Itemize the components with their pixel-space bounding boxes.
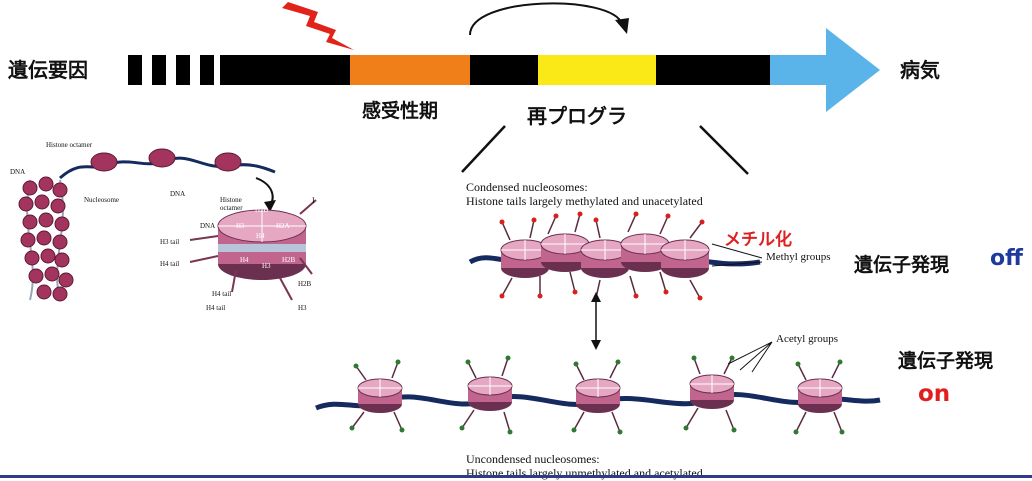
fig-h4: H4 bbox=[256, 232, 265, 240]
acetyl-groups-label: Acetyl groups bbox=[776, 333, 838, 345]
fig-dna-label-3: DNA bbox=[200, 222, 215, 230]
bar-segment bbox=[152, 55, 166, 85]
bar-segment bbox=[656, 55, 770, 85]
fig-h4-b: H4 bbox=[240, 256, 249, 264]
lightning-icon bbox=[282, 2, 354, 50]
fig-h3-tail-label: H3 tail bbox=[160, 238, 179, 246]
sensitive-period-segment bbox=[350, 55, 470, 85]
uncondensed-caption-line1: Uncondensed nucleosomes: bbox=[466, 452, 703, 466]
chromatin-figure bbox=[19, 149, 316, 301]
reprogram-segment bbox=[538, 55, 656, 85]
curved-arrow bbox=[470, 3, 622, 35]
reprogramming-label: 再プログラ bbox=[527, 100, 627, 129]
fig-h2b-top: H2B bbox=[255, 206, 268, 214]
gene-expression-on-label: 遺伝子発現 bbox=[898, 346, 993, 373]
fig-label-i: I bbox=[312, 196, 315, 205]
bar-segment bbox=[470, 55, 538, 85]
bar-segment bbox=[128, 55, 142, 85]
expression-off-value: off bbox=[990, 246, 1023, 271]
condensed-nucleosomes bbox=[470, 212, 762, 301]
fig-nucleosome-label: Nucleosome bbox=[84, 196, 119, 204]
fig-dna-label: DNA bbox=[10, 168, 25, 176]
condensed-caption: Condensed nucleosomes: Histone tails lar… bbox=[466, 180, 703, 208]
fig-h4-tail-label-2: H4 tail bbox=[212, 290, 231, 298]
curved-arrow-head bbox=[615, 18, 629, 34]
fig-h4-tail-label-3: H4 tail bbox=[206, 304, 225, 312]
uncondensed-nucleosomes bbox=[316, 342, 880, 435]
disease-label: 病気 bbox=[900, 54, 940, 83]
fig-h2a: H2A bbox=[276, 222, 290, 230]
condensed-caption-line2: Histone tails largely methylated and una… bbox=[466, 194, 703, 208]
genetic-factor-label: 遺伝要因 bbox=[8, 54, 88, 83]
fig-dna-label-2: DNA bbox=[170, 190, 185, 198]
fig-h3-bottom: H3 bbox=[298, 304, 307, 312]
bar-segment bbox=[200, 55, 214, 85]
condensed-caption-line1: Condensed nucleosomes: bbox=[466, 180, 703, 194]
fig-h3: H3 bbox=[236, 222, 245, 230]
methyl-groups-label: Methyl groups bbox=[766, 251, 830, 263]
gene-expression-off-label: 遺伝子発現 bbox=[854, 250, 949, 277]
bar-segment bbox=[220, 55, 350, 85]
fig-h2b-right: H2B bbox=[298, 280, 311, 288]
disease-arrow bbox=[770, 28, 880, 112]
fig-h4-tail-label: H4 tail bbox=[160, 260, 179, 268]
fig-h3-b: H3 bbox=[262, 262, 271, 270]
expression-on-value: on bbox=[918, 381, 950, 407]
bar-segment bbox=[176, 55, 190, 85]
sensitive-period-label: 感受性期 bbox=[362, 96, 438, 123]
fig-h2b-bottom: H2B bbox=[282, 256, 295, 264]
methylation-label: メチル化 bbox=[724, 225, 792, 250]
bottom-divider bbox=[0, 475, 1032, 478]
fig-histone-octamer-label: Histone octamer bbox=[46, 141, 92, 149]
